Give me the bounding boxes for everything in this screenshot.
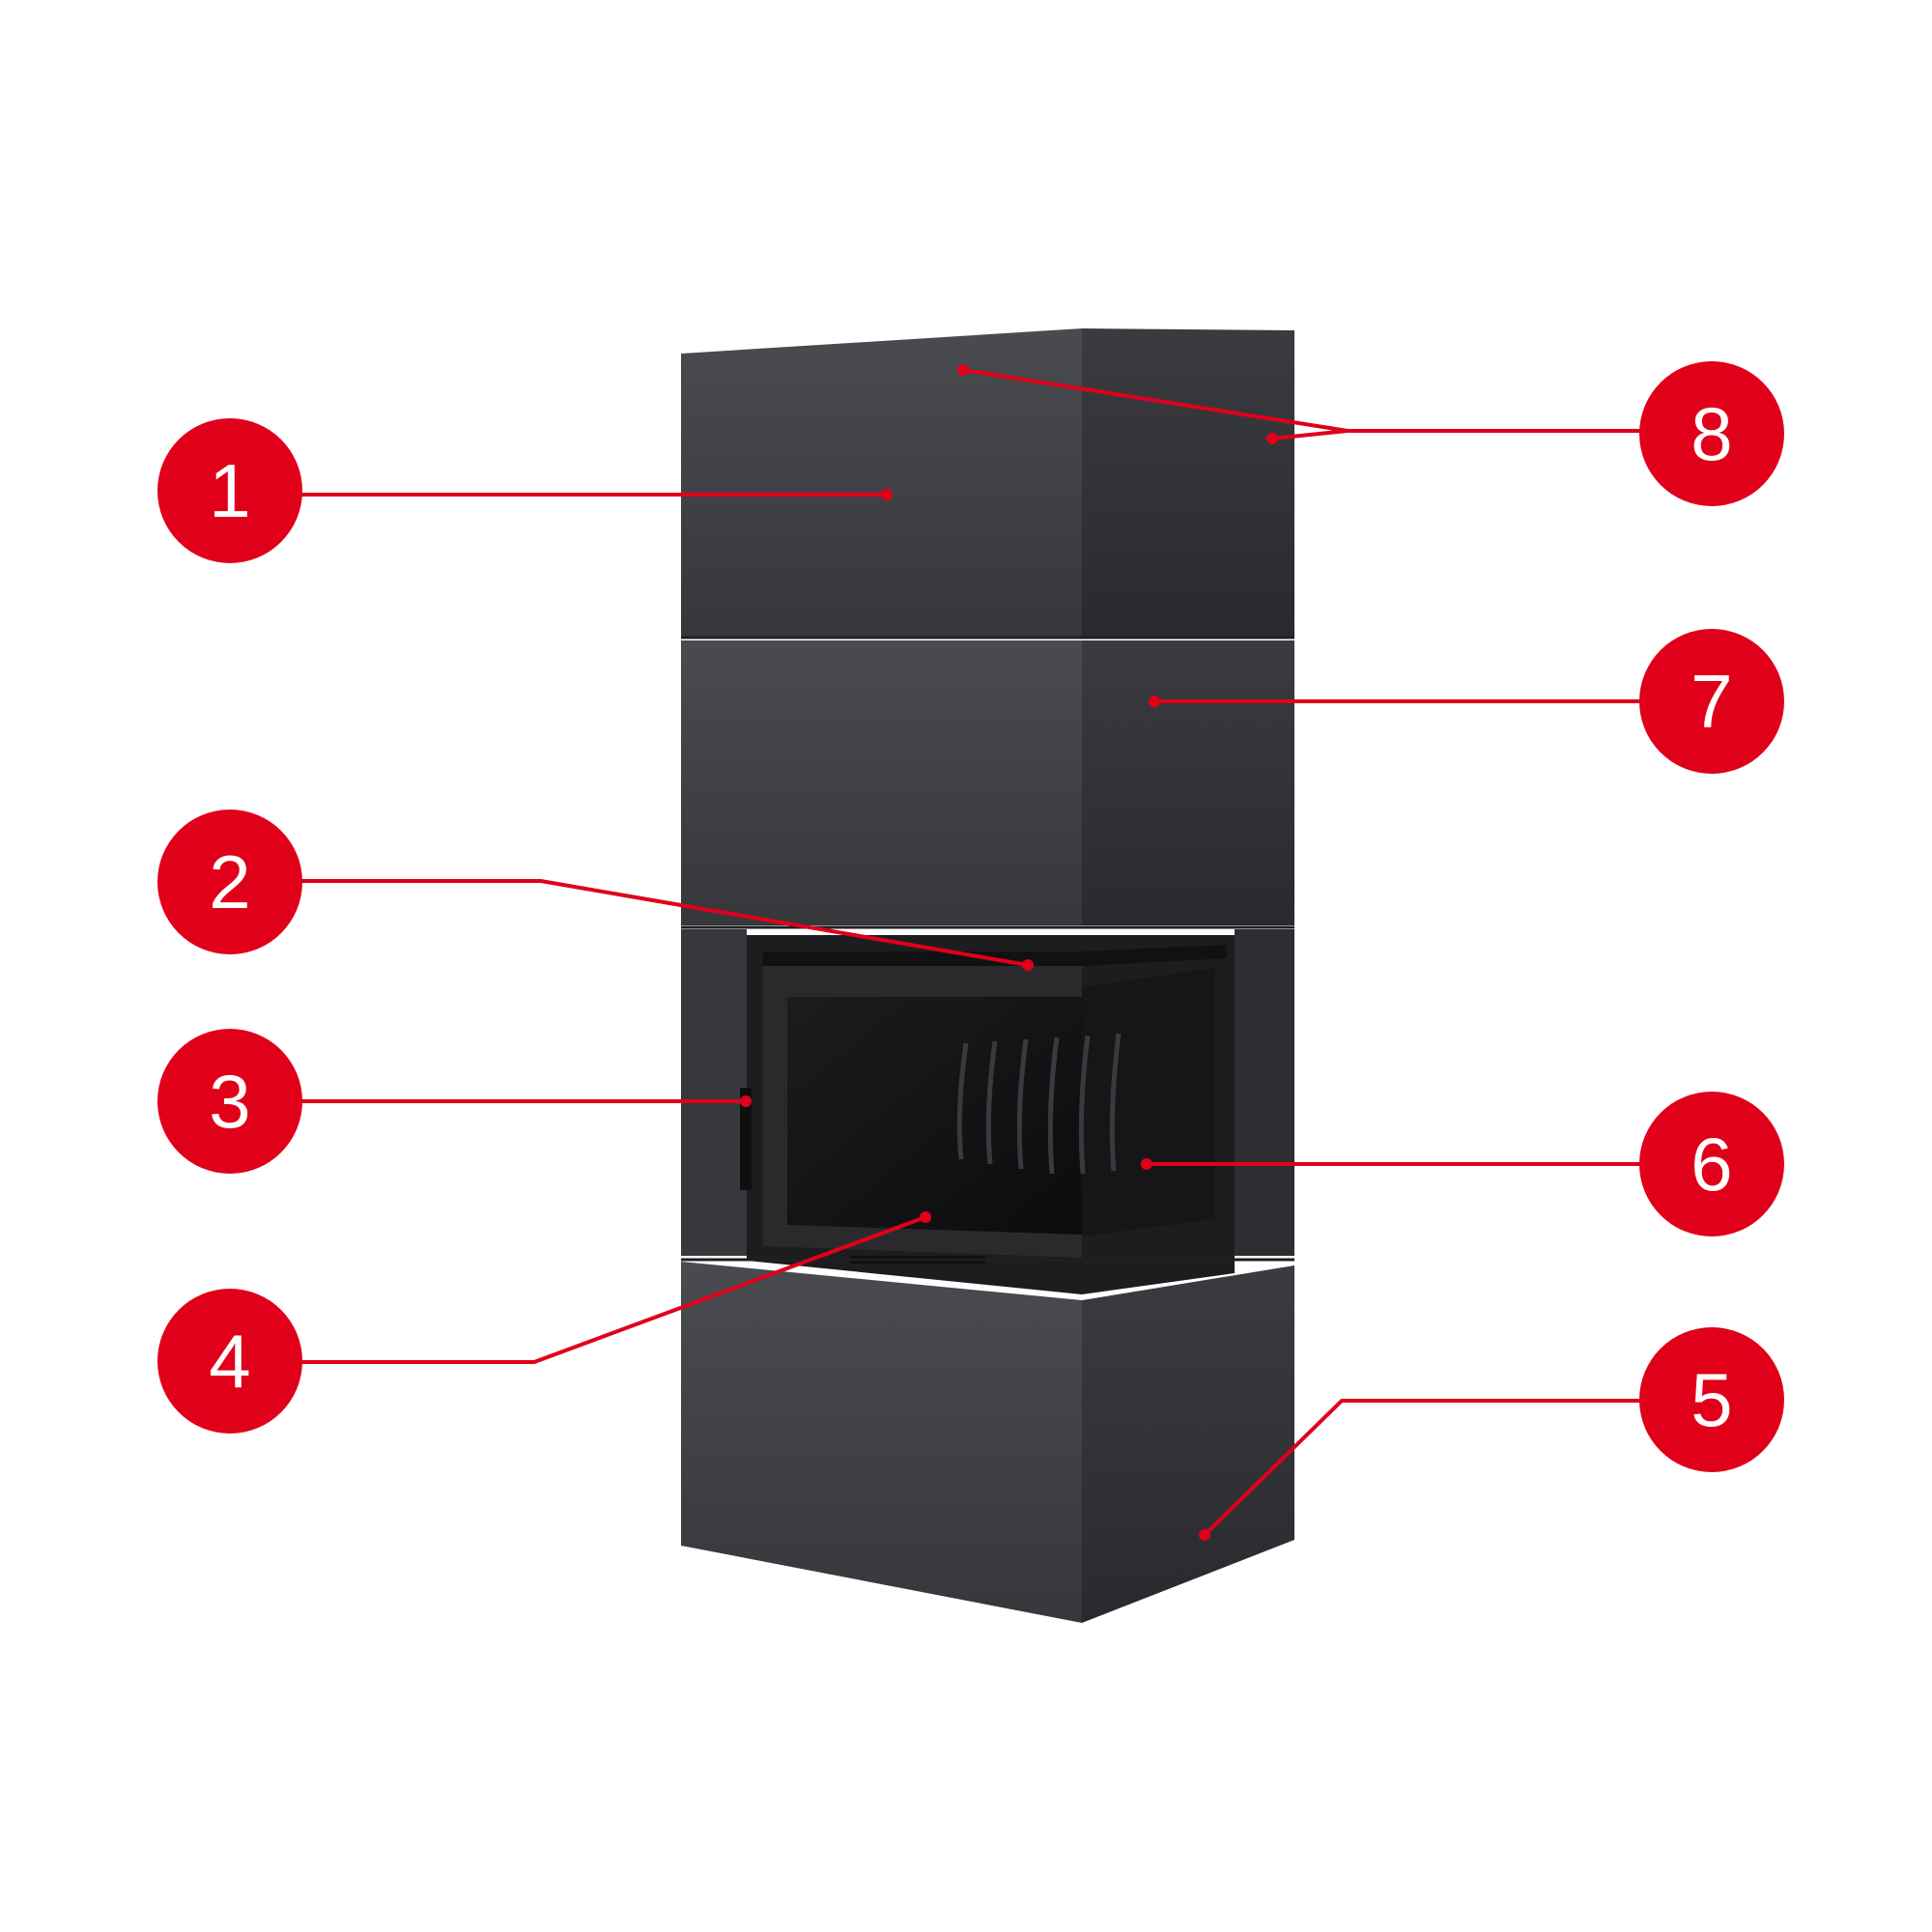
firebox-side-glass — [1082, 968, 1215, 1236]
leader-dot-1 — [881, 489, 893, 500]
callout-number-8: 8 — [1690, 391, 1733, 476]
leader-dot-7 — [1149, 696, 1160, 707]
upper-front-panel — [681, 328, 1082, 638]
callout-badge-1: 1 — [157, 418, 302, 563]
callout-number-1: 1 — [209, 448, 251, 533]
middle-cladding-module — [681, 640, 1294, 929]
callout-number-7: 7 — [1690, 659, 1733, 744]
leader-lines — [299, 368, 1642, 1537]
callout-number-3: 3 — [209, 1059, 251, 1144]
leader-dot-2 — [1022, 959, 1034, 971]
firebox-left-pillar — [681, 929, 747, 1256]
upper-side-panel — [1082, 328, 1294, 638]
leader-line-5 — [1203, 1399, 1642, 1537]
firebox-chamotte-ribs — [956, 1033, 1122, 1175]
firebox-right-pillar — [1235, 929, 1294, 1256]
upper-cladding-module — [681, 328, 1294, 639]
door-handle[interactable] — [740, 1088, 752, 1190]
leader-dots — [740, 364, 1278, 1541]
lower-side-panel — [1082, 1265, 1294, 1623]
lower-front-panel — [681, 1262, 1082, 1623]
callout-number-2: 2 — [209, 839, 251, 924]
callout-number-5: 5 — [1690, 1357, 1733, 1442]
callout-badge-8: 8 — [1639, 361, 1784, 506]
leader-dot-5 — [1199, 1529, 1210, 1541]
middle-side-panel — [1082, 640, 1294, 925]
leader-dot-8b — [1266, 433, 1278, 444]
lower-cladding-module — [681, 1262, 1294, 1623]
callout-badge-4: 4 — [157, 1289, 302, 1434]
callout-number-6: 6 — [1690, 1122, 1733, 1207]
firebox-upper-deflector — [763, 945, 1227, 966]
callout-badge-3: 3 — [157, 1029, 302, 1174]
callout-badge-6: 6 — [1639, 1092, 1784, 1236]
callout-badge-5: 5 — [1639, 1327, 1784, 1472]
leader-dot-3 — [740, 1095, 752, 1107]
leader-line-4 — [299, 1215, 926, 1364]
leader-line-8b — [1271, 429, 1349, 440]
firebox-section — [681, 929, 1294, 1294]
leader-dot-4 — [920, 1211, 931, 1223]
callout-badge-2: 2 — [157, 810, 302, 954]
middle-front-panel — [681, 640, 1082, 925]
leader-dot-6 — [1141, 1158, 1152, 1170]
callout-number-4: 4 — [209, 1319, 251, 1404]
leader-dot-8a — [957, 364, 969, 376]
firebox-front-glass — [787, 997, 1082, 1235]
callout-badge-7: 7 — [1639, 629, 1784, 774]
leader-line-2 — [299, 879, 1029, 967]
